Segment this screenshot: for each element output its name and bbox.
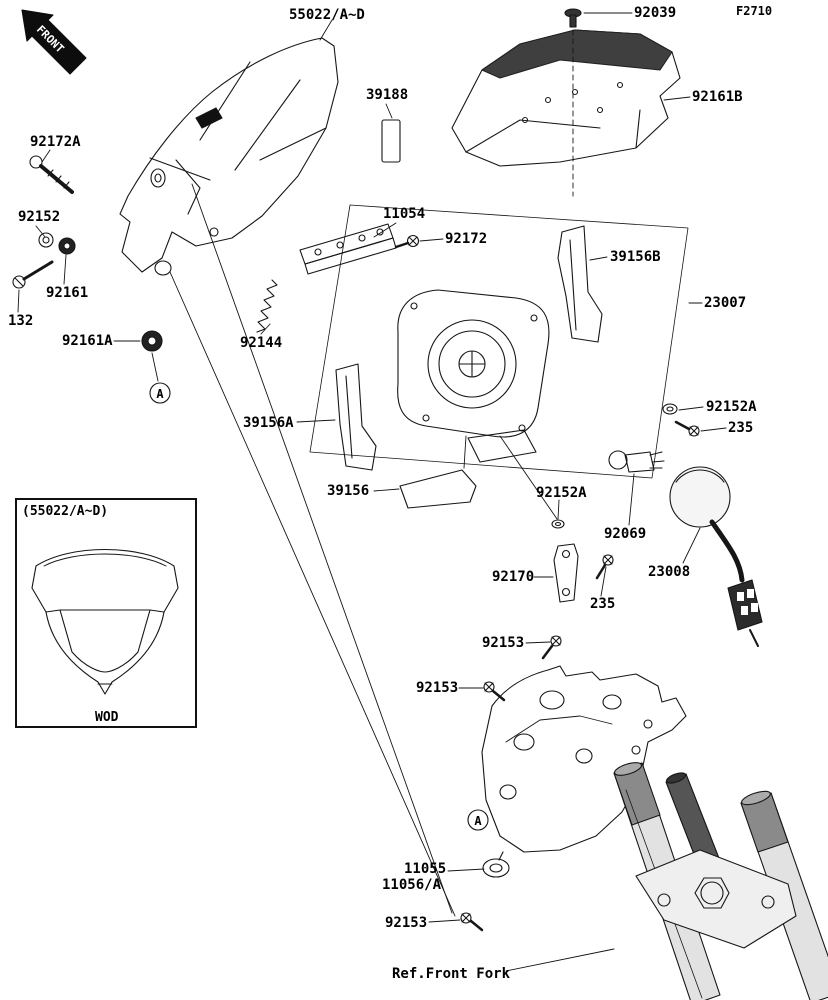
part-label-235-center: 235 [590, 596, 616, 612]
part-label-92172a: 92172A [30, 134, 81, 150]
spring-drawing [256, 279, 278, 333]
part-label-23007: 23007 [704, 295, 747, 311]
part-label-132: 132 [8, 313, 34, 329]
socket-drawing [669, 466, 763, 647]
part-label-92152a-center: 92152A [536, 485, 587, 501]
part-label-92144: 92144 [240, 335, 283, 351]
leader-lines-long [169, 183, 456, 917]
part-label-23008: 23008 [648, 564, 691, 580]
headlight-unit-drawing [397, 289, 558, 520]
inset-cowl-drawing [31, 549, 179, 695]
part-label-92152a-right: 92152A [706, 399, 757, 415]
lower-bracket-drawing [481, 665, 687, 878]
front-arrow-icon: FRONT [21, 9, 87, 75]
front-fork-drawing [613, 762, 828, 1000]
ref-front-fork-note: Ref.Front Fork [392, 966, 511, 982]
part-label-92172: 92172 [445, 231, 488, 247]
part-label-11054: 11054 [383, 206, 426, 222]
stay-drawing [551, 519, 614, 603]
assembly-box-wireframe [309, 204, 689, 479]
part-label-39188: 39188 [366, 87, 409, 103]
part-label-11055: 11055 [404, 861, 447, 877]
trim-pin-drawing [564, 8, 582, 197]
part-label-92161: 92161 [46, 285, 89, 301]
part-label-11056a: 11056/A [382, 877, 442, 893]
svg-text:A: A [474, 814, 482, 828]
inset-title: (55022/A~D) [22, 504, 109, 519]
part-label-235-right: 235 [728, 420, 754, 436]
part-label-92069: 92069 [604, 526, 647, 542]
part-label-39156a: 39156A [243, 415, 294, 431]
callout-a-lower: A [467, 809, 489, 831]
cowling-drawing [119, 37, 339, 276]
inset-caption: WOD [95, 710, 119, 725]
right-fasteners-drawing [662, 403, 700, 437]
part-label-92161a: 92161A [62, 333, 113, 349]
part-label-55022-ad: 55022/A~D [289, 7, 365, 23]
part-label-92152: 92152 [18, 209, 61, 225]
part-label-92153-bottom: 92153 [385, 915, 428, 931]
left-fasteners-drawing [12, 155, 163, 352]
callout-a-upper: A [149, 352, 171, 404]
upper-bracket-drawing [299, 223, 420, 275]
part-label-92039: 92039 [634, 5, 677, 21]
part-label-92170: 92170 [492, 569, 535, 585]
inset-box [15, 498, 197, 728]
mesh-panel-drawing [451, 29, 681, 167]
part-label-92153-mid: 92153 [416, 680, 459, 696]
leader-lines [17, 12, 727, 972]
side-brackets-drawing [335, 225, 603, 509]
figure-code: F2710 [736, 4, 773, 18]
part-label-92153-top: 92153 [482, 635, 525, 651]
part-label-39156: 39156 [327, 483, 370, 499]
pad-drawing [381, 119, 401, 163]
part-label-39156b: 39156B [610, 249, 661, 265]
part-label-92161b: 92161B [692, 89, 743, 105]
screws-92153-drawing [460, 635, 562, 932]
svg-text:A: A [156, 387, 164, 401]
bulb-drawing [608, 450, 665, 473]
